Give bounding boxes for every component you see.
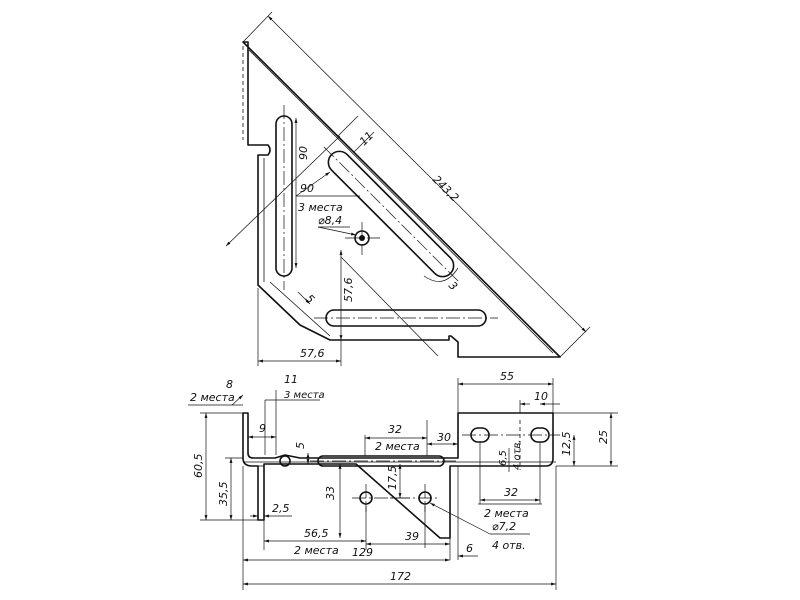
dim-57-6-horizontal-label: 57,6	[300, 347, 325, 360]
dim-90-vertical-label: 90	[297, 146, 310, 160]
note-32-right-2places: 2 места	[484, 507, 529, 520]
dim-10-label: 10	[534, 390, 548, 403]
dim-35-5-label: 35,5	[217, 482, 230, 507]
dim-25-label: 25	[597, 430, 610, 444]
dim-11-label: 11	[284, 373, 298, 386]
dim-6-5-label: 6,5	[498, 450, 509, 466]
dim-90-label: 90	[300, 182, 314, 195]
note-8-2places: 2 места	[190, 391, 235, 404]
dim-hole-7-2-label: ⌀7,2	[492, 520, 516, 533]
dim-60-5-label: 60,5	[192, 454, 205, 479]
front-view: 8 2 места 11 3 места 9 5 32 2 места 30 5…	[188, 370, 618, 590]
dim-129-label: 129	[352, 546, 373, 559]
dim-57-6-vertical-label: 57,6	[342, 278, 355, 303]
dim-33-label: 33	[324, 486, 337, 500]
dim-hypotenuse-label: 243,2	[430, 173, 461, 204]
hypotenuse-flange-line	[248, 49, 554, 354]
dim-17-5-label: 17,5	[386, 466, 399, 491]
dim-32-label: 32	[388, 423, 402, 436]
dim-2-5-label: 2,5	[272, 502, 290, 515]
note-11-3places: 3 места	[284, 390, 325, 401]
bottom-flange-inner	[269, 281, 331, 337]
note-32-2places: 2 места	[375, 440, 420, 453]
dim-172-label: 172	[390, 570, 411, 583]
dim-39-label: 39	[405, 530, 419, 543]
dim-30-label: 30	[437, 431, 451, 444]
front-outline	[242, 412, 554, 539]
dim-6-label: 6	[466, 542, 473, 555]
dim-9-label: 9	[259, 422, 266, 435]
dim-slot-width-label: 11	[357, 129, 376, 148]
note-4holes-right: 4 отв.	[512, 439, 523, 470]
note-hole-4: 4 отв.	[492, 539, 526, 552]
dim-8-label: 8	[226, 378, 233, 391]
dim-hole-label: ⌀8,4	[318, 214, 342, 227]
note-56-2places: 2 места	[294, 544, 339, 557]
dim-5-label: 5	[294, 442, 307, 449]
dim-12-5-label: 12,5	[560, 432, 573, 457]
top-view: 243,2 11 90 90 3 места ⌀8,4 57,6 57,6 5	[225, 11, 591, 366]
front-bend-tab	[279, 455, 291, 467]
dim-32-right-label: 32	[504, 486, 518, 499]
dim-55-label: 55	[500, 370, 514, 383]
dim-56-5-label: 56,5	[304, 527, 329, 540]
dim-3-label: 3	[446, 279, 460, 293]
note-3-places: 3 места	[298, 201, 343, 214]
